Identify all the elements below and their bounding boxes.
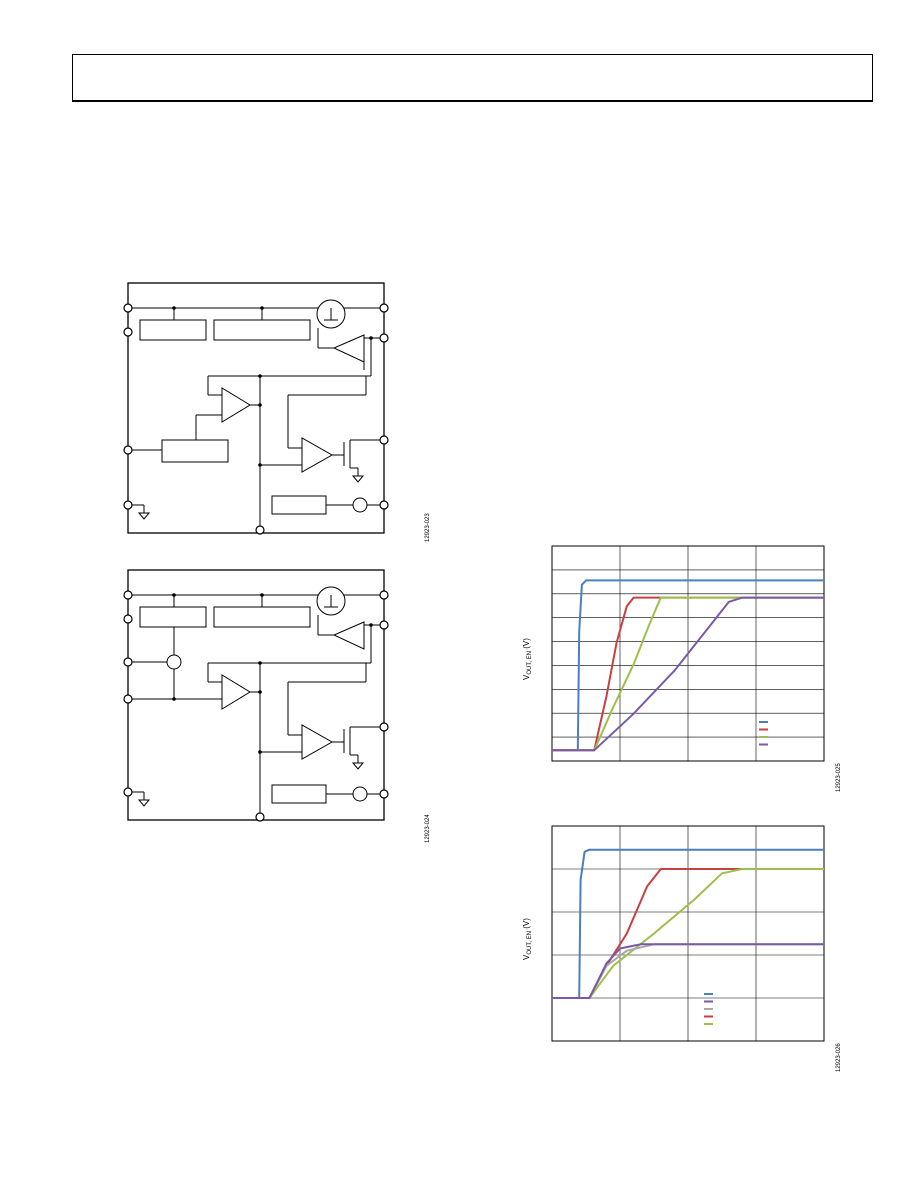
series-line-5 [552,943,824,999]
figure-id-2: 12923-024 [425,814,431,843]
plot-2-ylabel: VOUT, EN (V) [522,918,533,960]
block-diagram-1-svg [123,282,389,535]
page-header-box [72,54,873,102]
plot-2: VOUT, EN (V) 12923-026 [510,822,850,1072]
block-diagram-1: 12923-023 [118,280,438,542]
block-diagram-2-svg [123,569,389,822]
series-line-3 [552,868,824,999]
figure-id-1: 12923-023 [425,513,431,542]
plot-1-svg [551,545,825,762]
plot-1-ylabel: VOUT, EN (V) [522,638,533,680]
block-diagram-2: 12923-024 [118,567,438,843]
series-line-4 [552,596,824,752]
figure-id-3: 12923-025 [836,763,842,792]
plot-1: VOUT, EN (V) 12923-025 [510,540,850,792]
figure-id-4: 12923-026 [836,1043,842,1072]
plot-2-svg [551,825,825,1042]
